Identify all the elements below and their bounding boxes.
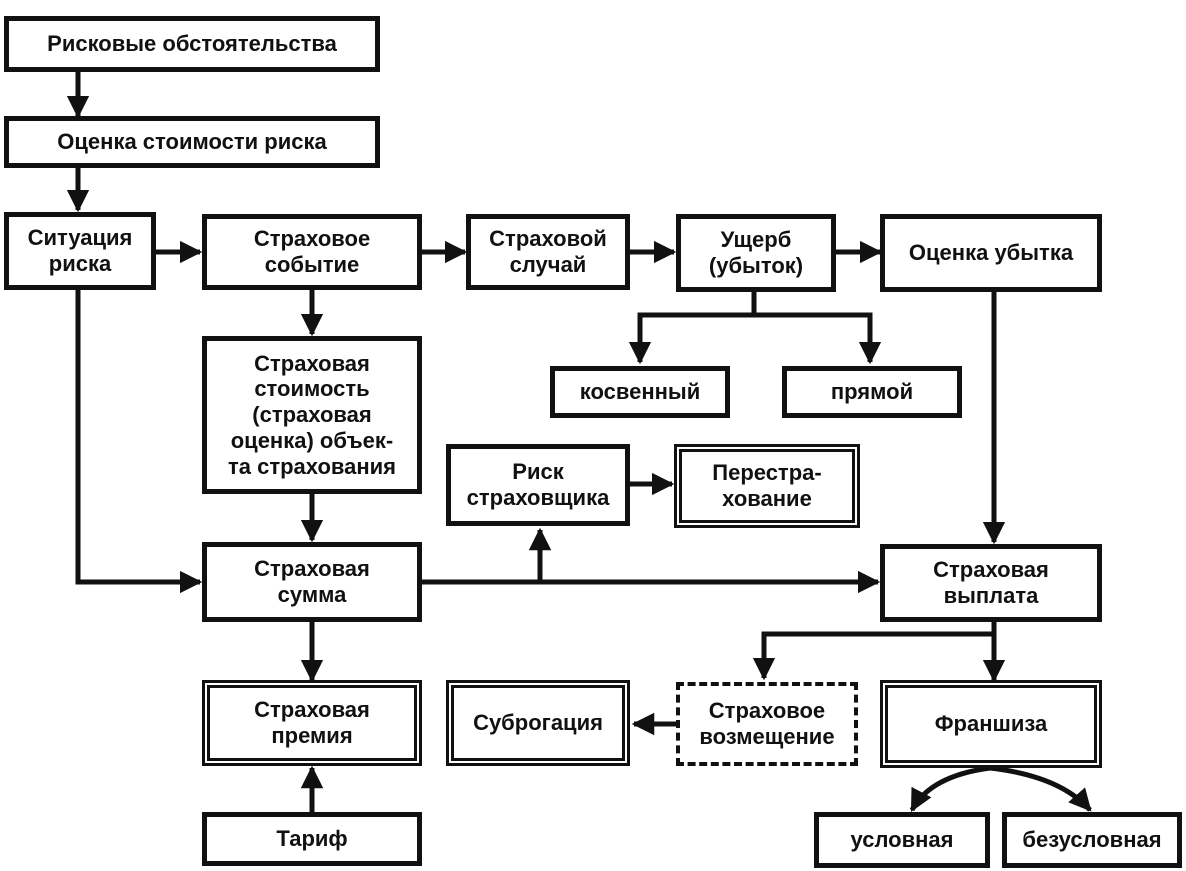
node-insurer-risk: Риск страховщика xyxy=(446,444,630,526)
node-damage: Ущерб (убыток) xyxy=(676,214,836,292)
node-insurance-payment: Страховая выплата xyxy=(880,544,1102,622)
node-franchise: Франшиза xyxy=(880,680,1102,768)
node-risk-situation: Ситуация риска xyxy=(4,212,156,290)
node-conditional: условная xyxy=(814,812,990,868)
arrow-payment-to-compensation xyxy=(752,631,994,681)
node-risk-cost-assessment: Оценка стоимости риска xyxy=(4,116,380,168)
node-insured-value: Страховая стоимость (страховая оценка) о… xyxy=(202,336,422,494)
node-insurance-premium: Страховая премия xyxy=(202,680,422,766)
node-sum-insured: Страховая сумма xyxy=(202,542,422,622)
node-insurance-event: Страховое событие xyxy=(202,214,422,290)
arrow-franchise-to-conditional xyxy=(909,765,991,812)
node-tariff: Тариф xyxy=(202,812,422,866)
node-risk-circumstances: Рисковые обстоятельства xyxy=(4,16,380,72)
arrow-franchise-to-unconditional xyxy=(989,765,1092,812)
node-unconditional: безусловная xyxy=(1002,812,1182,868)
node-direct: прямой xyxy=(782,366,962,418)
node-insurance-compensation: Страховое возмещение xyxy=(676,682,858,766)
node-subrogation: Суброгация xyxy=(446,680,630,766)
node-insured-event: Страховой случай xyxy=(466,214,630,290)
node-loss-assessment: Оценка убытка xyxy=(880,214,1102,292)
node-indirect: косвенный xyxy=(550,366,730,418)
arrow-damage-to-direct xyxy=(754,312,882,365)
arrow-damage-to-indirect xyxy=(628,290,757,365)
arrow-situation-to-sum xyxy=(75,290,203,594)
node-reinsurance: Перестра- хование xyxy=(674,444,860,528)
